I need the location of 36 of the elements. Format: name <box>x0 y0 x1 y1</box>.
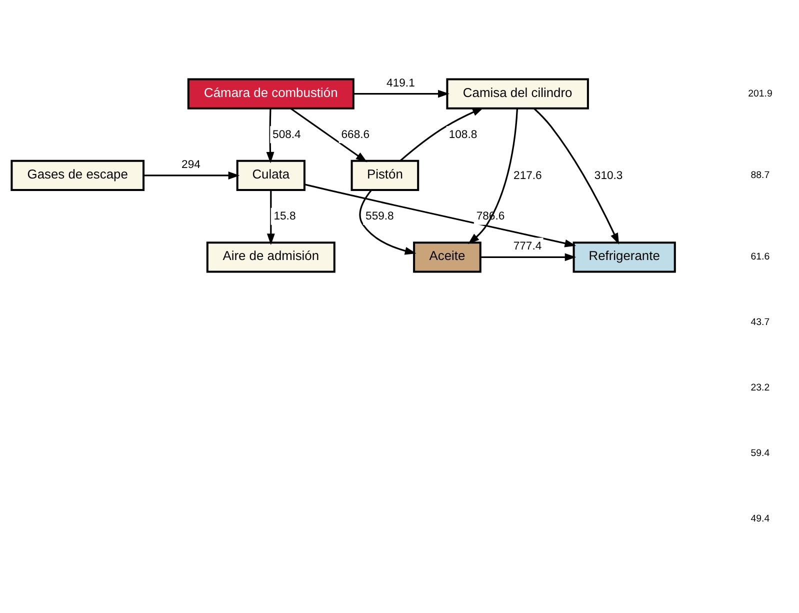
node-box: Pistón <box>350 160 420 192</box>
arrow <box>266 108 274 164</box>
arrow <box>266 190 275 246</box>
edge-label: 777.4 <box>513 240 542 253</box>
edge-label: 15.8 <box>274 210 296 223</box>
node-box: Aire de admisión <box>206 242 336 273</box>
label: 49.4 <box>750 514 770 525</box>
edge-label: 310.3 <box>594 170 623 182</box>
arrow <box>304 184 576 248</box>
edge-label: 108.8 <box>448 129 478 142</box>
node-box: Aceite <box>413 242 482 273</box>
label: 43.7 <box>750 317 770 328</box>
edge-label: 419.1 <box>386 77 415 90</box>
arrow <box>534 108 620 244</box>
edge-label: 217.6 <box>514 170 542 182</box>
arrow <box>400 107 484 162</box>
arrow <box>354 90 450 98</box>
node-box: Gases de escape <box>10 160 145 192</box>
label: 88.7 <box>750 170 770 181</box>
edge-label: 508.4 <box>272 129 301 142</box>
label: 59.4 <box>750 448 770 460</box>
arrow <box>480 253 576 262</box>
node-box: Culata <box>236 160 306 192</box>
node-box: Cámara de combustión <box>187 78 354 110</box>
edge-label: 668.6 <box>341 129 370 142</box>
edge-label: 294 <box>182 158 200 171</box>
node-box: Camisa del cilindro <box>446 78 589 110</box>
arrow <box>144 172 240 180</box>
label: 201.9 <box>748 88 772 100</box>
label: 61.6 <box>750 252 770 263</box>
label: 23.2 <box>750 382 770 394</box>
arrow <box>359 190 416 255</box>
edge-label: 559.8 <box>366 210 394 223</box>
arrow <box>468 108 518 244</box>
arrow <box>290 108 368 162</box>
node-box: Refrigerante <box>572 242 676 273</box>
